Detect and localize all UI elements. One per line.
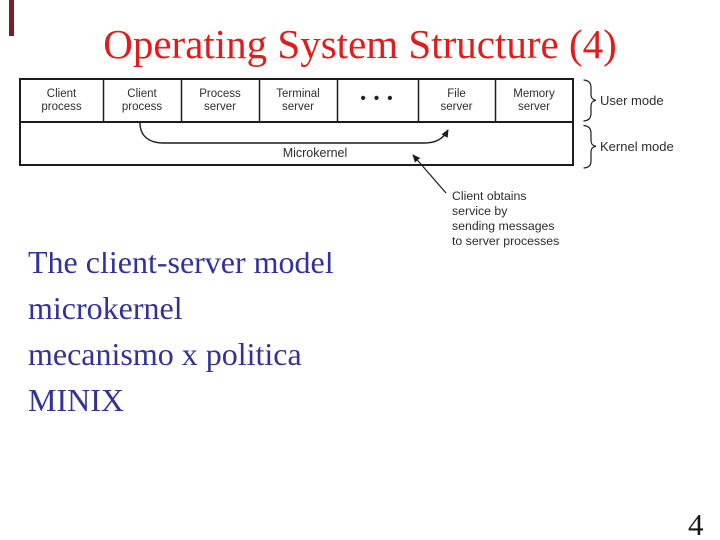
box-label: Memory <box>513 87 555 100</box>
microkernel-label: Microkernel <box>282 146 348 160</box>
box-process-server: Process server <box>181 79 259 122</box>
box-file-server: File server <box>418 79 495 122</box>
box-label: server <box>518 100 550 113</box>
box-label: server <box>440 100 473 113</box>
box-label: Client <box>46 87 77 100</box>
box-label: server <box>204 100 236 113</box>
bullet-mecanismo-politica: mecanismo x politica <box>28 336 302 372</box>
box-label: Process <box>199 87 241 100</box>
kernel-mode-label: Kernel mode <box>600 139 674 154</box>
box-label: process <box>121 100 163 113</box>
box-label: process <box>41 100 82 113</box>
box-terminal-server: Terminal server <box>259 79 337 122</box>
annotation-pointer-arrow <box>412 154 447 194</box>
user-mode-brace <box>583 79 597 122</box>
box-memory-server: Memory server <box>495 79 573 122</box>
page-number: 4 <box>688 507 704 540</box>
slide-accent-bar <box>9 0 14 36</box>
kernel-mode-brace <box>583 124 597 169</box>
diagram-image-clip-edge <box>0 228 445 252</box>
client-service-annotation: Client obtains service by sending messag… <box>452 189 560 248</box>
box-label: Client <box>127 87 157 100</box>
bullet-minix: MINIX <box>28 382 124 418</box>
box-client-process-2: Client process <box>103 79 181 122</box>
box-label: server <box>282 100 314 113</box>
box-client-process-1: Client process <box>20 79 103 122</box>
box-label: File <box>447 87 466 100</box>
slide-title: Operating System Structure (4) <box>103 21 617 67</box>
bullet-microkernel: microkernel <box>28 290 183 326</box>
box-label: Terminal <box>276 87 320 100</box>
message-path-arrow <box>139 122 449 144</box>
ellipsis-more-servers: • • • <box>360 89 395 107</box>
user-mode-label: User mode <box>600 93 664 108</box>
